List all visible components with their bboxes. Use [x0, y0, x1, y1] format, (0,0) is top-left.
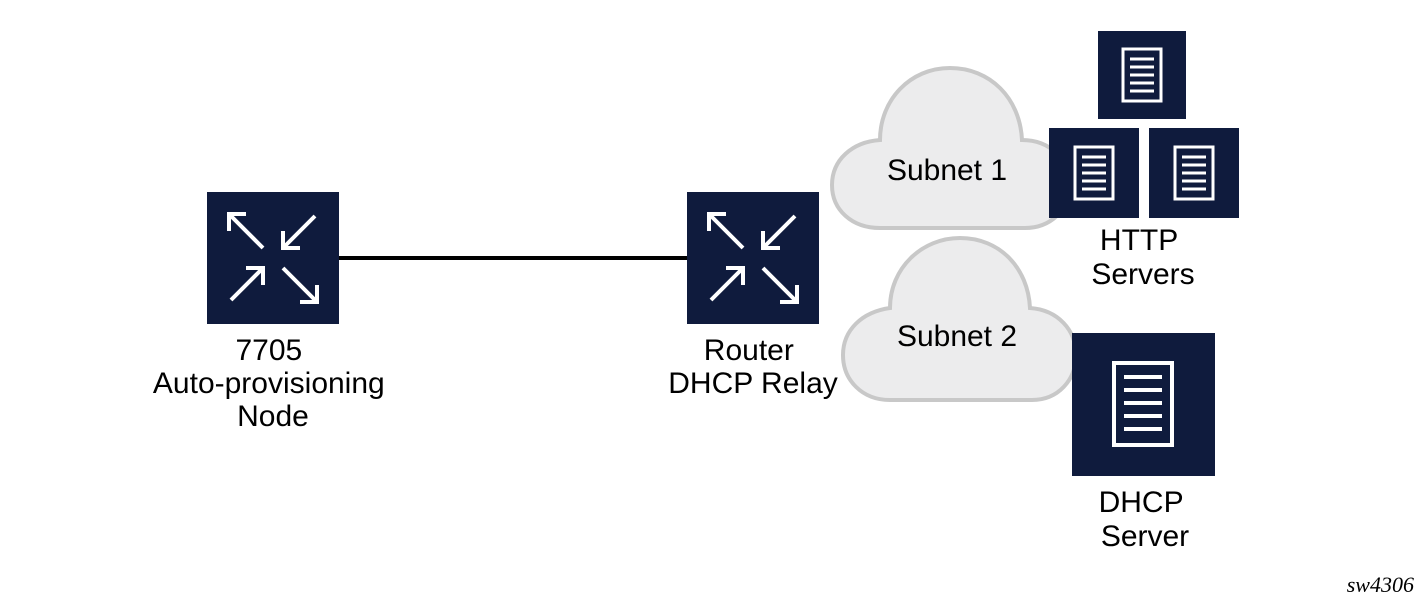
dhcp-server-label: DHCP Server: [1099, 486, 1192, 553]
http-servers-label-line-1: HTTP: [1100, 224, 1178, 257]
autoprov-node: 7705 Auto-provisioning Node: [153, 192, 393, 433]
dhcp-server: DHCP Server: [1072, 333, 1215, 553]
http-servers-label-line-2: Servers: [1091, 258, 1194, 291]
http-servers: HTTP Servers: [1049, 31, 1239, 291]
relay-node-box: [687, 192, 819, 324]
autoprov-label-line-3: Node: [237, 400, 309, 433]
autoprov-node-box: [207, 192, 339, 324]
figure-id: sw4306: [1347, 572, 1414, 597]
subnet2-label: Subnet 2: [897, 320, 1017, 353]
subnet1-cloud: Subnet 1: [829, 65, 1073, 230]
dhcp-server-label-line-1: DHCP: [1099, 486, 1183, 519]
autoprov-label-line-2: Auto-provisioning: [153, 367, 385, 400]
autoprov-label: 7705 Auto-provisioning Node: [153, 334, 393, 433]
cloud-icon: [829, 65, 1073, 230]
relay-label: Router DHCP Relay: [668, 334, 838, 400]
autoprov-label-line-1: 7705: [235, 334, 302, 367]
relay-label-line-1: Router: [704, 334, 794, 367]
subnet2-cloud: Subnet 2: [840, 235, 1079, 402]
relay-node: Router DHCP Relay: [668, 192, 838, 400]
dhcp-server-label-line-2: Server: [1101, 520, 1189, 553]
relay-label-line-2: DHCP Relay: [668, 367, 838, 400]
cloud-icon: [840, 235, 1079, 402]
subnet1-label: Subnet 1: [887, 154, 1007, 187]
http-servers-label: HTTP Servers: [1091, 224, 1194, 291]
